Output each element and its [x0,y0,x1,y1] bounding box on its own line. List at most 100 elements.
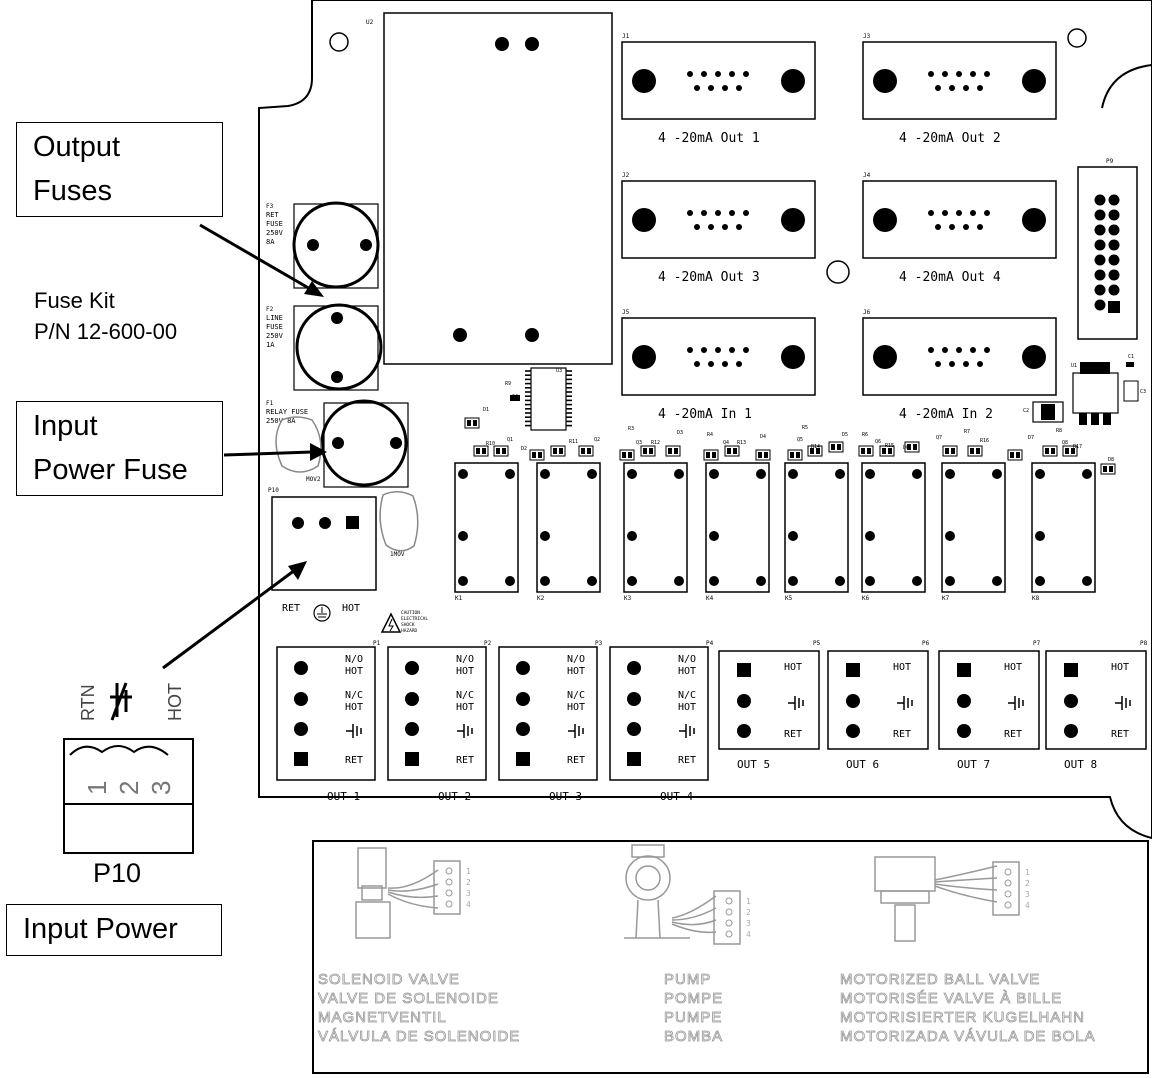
relay-ref: K4 [706,595,714,602]
output-label: OUT 2 [438,790,471,803]
svg-text:P10: P10 [268,487,279,494]
ground-icon [1115,696,1131,710]
component-ref: D1 [483,407,489,413]
callout-output-fuses: Output Fuses [16,122,223,217]
relay-ref: K6 [862,595,870,602]
u1-regulator [1072,372,1119,414]
smd-part [464,417,480,429]
caution-text: CAUTION [401,610,420,616]
component-ref: R6 [862,432,868,438]
svg-text:MOV2: MOV2 [306,476,321,483]
relay-ref: K3 [624,595,632,602]
header-pin [1108,209,1120,221]
terminal-label: N/O [567,654,585,665]
component-ref: U3 [556,368,562,374]
component-ref: R11 [569,439,578,445]
component-ref: Q6 [875,439,881,445]
terminal-label: HOT [678,702,696,713]
header-pin [1108,269,1120,281]
connector-ref: P5 [813,640,821,647]
connector-label: 4 -20mA Out 4 [899,270,1001,285]
device-pin-number: 2 [746,908,751,917]
smd-part [724,445,740,457]
relay-ref: K7 [942,595,950,602]
component-ref: D3 [677,430,683,436]
terminal-label: RET [893,729,911,740]
connector-ref: P1 [373,640,381,647]
device-pin-number: 1 [746,897,751,906]
component-ref: R12 [651,440,660,446]
header-pin [1108,194,1120,206]
callout-arrows [162,223,327,670]
relay-k5: K5 [784,462,849,602]
connector-ref: J5 [622,309,630,316]
terminal-label: HOT [567,702,585,713]
connector-ref: J1 [622,33,630,40]
smd-part [967,445,983,457]
connector-ref: J3 [863,33,871,40]
smd-part [665,445,681,457]
output-label: OUT 3 [549,790,582,803]
analog-connector-j3: J34 -20mA Out 2 [862,33,1057,146]
component-ref: R8 [1056,428,1062,434]
component-ref: C4 [512,394,518,400]
component-ref: R16 [980,438,989,444]
smd-part [858,445,874,457]
terminal-label: RET [1111,729,1129,740]
relay-ref: K2 [537,595,545,602]
component-ref: R9 [505,381,511,387]
component-ref: Q5 [797,437,803,443]
relay-k2: K2 [536,462,601,602]
component-ref: R7 [964,429,970,435]
ground-icon [457,724,473,738]
svg-text:1MOV: 1MOV [390,551,405,558]
terminal-label: N/C [345,690,363,701]
fuse-text: 8A [266,238,275,246]
output-label: OUT 5 [737,758,770,771]
ground-symbol [313,604,331,622]
device-text: BOMBA [664,1028,723,1045]
component-ref: D2 [521,446,527,452]
fuse-ref: F3 [266,203,274,210]
smd-part [828,441,844,453]
mount-hole [826,260,850,284]
device-text: VALVE DE SOLENOIDE [318,990,499,1007]
p10-pin-label-rtn: RTN [78,684,98,721]
fuse-ref: F2 [266,306,274,313]
smd-part [493,445,509,457]
svg-text:RET: RET [282,603,300,614]
component-ref: D4 [760,434,766,440]
connector-label: 4 -20mA In 1 [658,407,752,422]
relay-ref: K1 [455,595,463,602]
relay-ref: K5 [785,595,793,602]
terminal-label: N/O [456,654,474,665]
smd-part [807,445,823,457]
terminal-label: RET [784,729,802,740]
terminal-label: RET [1004,729,1022,740]
fuse-f2 [295,303,383,391]
device-text: MOTORIZADA VÁVULA DE BOLA [840,1028,1096,1045]
relay-k7: K7 [941,462,1006,602]
smd-part [703,449,719,461]
component-ref: R14 [811,444,820,450]
relay-k3: K3 [623,462,688,602]
device-pin-number: 4 [1025,901,1030,910]
mov [379,491,419,552]
smd-part [904,441,920,453]
u2-ref: U2 [366,19,374,26]
smd-part [550,445,566,457]
device-pin-number: 3 [466,889,471,898]
device-pin-number: 3 [746,919,751,928]
p10-board-block [271,496,377,591]
component-ref: D8 [1108,457,1114,463]
connector-ref: P2 [484,640,492,647]
fuse-text: LINE [266,314,283,322]
ground-icon [788,696,804,710]
terminal-label: N/O [678,654,696,665]
component-ref: Q7 [936,435,942,441]
terminal-label: HOT [456,702,474,713]
